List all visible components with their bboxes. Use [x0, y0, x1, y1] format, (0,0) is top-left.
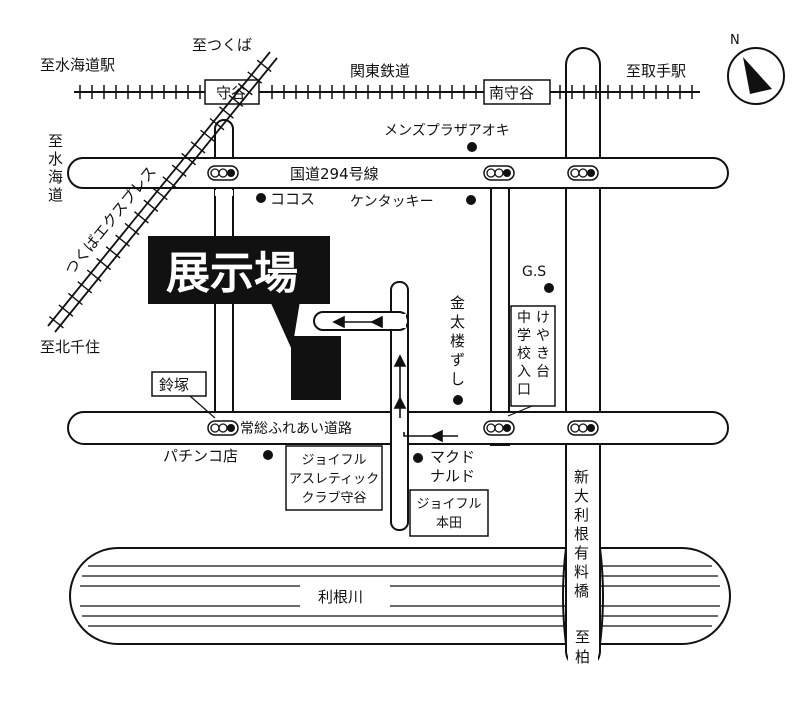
route-arrows — [332, 315, 458, 443]
compass: N — [727, 33, 785, 105]
tx-to-south: 至北千住 — [40, 338, 100, 356]
svg-text:新大利根有料橋: 新大利根有料橋 — [574, 468, 589, 600]
rail-line-label: 関東鉄道 — [350, 62, 410, 80]
svg-text:パチンコ店: パチンコ店 — [163, 447, 238, 465]
landmark-suzuka: 鈴塚 — [151, 371, 216, 419]
landmark-kfc: ケンタッキー — [350, 194, 476, 210]
landmark-kintaro-sushi: 金太楼ずし — [450, 294, 465, 405]
svg-text:中学校入口: 中学校入口 — [517, 310, 531, 398]
svg-text:鈴塚: 鈴塚 — [159, 376, 189, 394]
rail-to-west: 至水海道駅 — [40, 56, 115, 74]
traffic-light — [483, 420, 515, 436]
landmark-joyful-honda: ジョイフル本田 — [409, 489, 489, 537]
traffic-light — [567, 420, 599, 436]
traffic-light — [483, 165, 515, 181]
tx-to-north: 至つくば — [192, 36, 252, 54]
landmark-cocos: ココス — [256, 190, 315, 208]
landmark-mcdonalds: マクドナルド — [413, 448, 475, 485]
svg-text:至水海道: 至水海道 — [48, 132, 63, 204]
svg-text:マクドナルド: マクドナルド — [430, 448, 475, 485]
rail-to-east: 至取手駅 — [626, 62, 686, 80]
svg-text:メンズプラザアオキ: メンズプラザアオキ — [384, 123, 510, 139]
landmark-joyful-athletic: ジョイフルアスレティッククラブ守谷 — [285, 445, 383, 511]
station-moriya-label: 守谷 — [216, 84, 246, 102]
river-tone — [69, 540, 731, 652]
venue-label: 展示場 — [166, 248, 298, 299]
station-moriya: 守谷 — [204, 79, 260, 105]
traffic-lights — [207, 165, 599, 436]
svg-text:ケンタッキー: ケンタッキー — [350, 194, 434, 210]
landmark-mens-plaza: メンズプラザアオキ — [384, 123, 510, 152]
tsukuba-express — [47, 51, 278, 333]
landmark-gs: G.S — [522, 264, 554, 293]
svg-text:金太楼ずし: 金太楼ずし — [450, 294, 465, 388]
svg-text:ジョイフル本田: ジョイフル本田 — [416, 497, 481, 531]
landmark-keyakidai-school: けやき台 中学校入口 — [507, 305, 556, 417]
svg-text:G.S: G.S — [522, 264, 546, 280]
svg-text:至柏: 至柏 — [575, 628, 590, 666]
venue: 展示場 — [148, 236, 341, 400]
road-middle-vertical — [490, 164, 510, 446]
landmark-pachinko: パチンコ店 — [163, 447, 273, 465]
svg-text:ココス: ココス — [270, 190, 315, 208]
road-venue-spur — [313, 311, 409, 331]
traffic-light — [567, 165, 599, 181]
bridge-label: 新大利根有料橋 — [574, 468, 589, 600]
river-label: 利根川 — [318, 588, 363, 606]
station-minami-moriya: 南守谷 — [483, 79, 551, 105]
route-294-label: 国道294号線 — [290, 165, 379, 183]
to-kashiwa-label: 至柏 — [568, 626, 598, 670]
compass-north-label: N — [730, 33, 740, 48]
kanto-railway — [74, 85, 700, 99]
svg-text:けやき台: けやき台 — [536, 310, 550, 380]
joso-road-label: 常総ふれあい道路 — [240, 421, 352, 437]
station-minami-moriya-label: 南守谷 — [489, 84, 534, 102]
svg-text:ジョイフルアスレティッククラブ守谷: ジョイフルアスレティッククラブ守谷 — [289, 453, 379, 506]
traffic-light — [207, 420, 239, 436]
traffic-light — [207, 165, 239, 181]
to-mitsukaido-label: 至水海道 — [48, 132, 63, 204]
